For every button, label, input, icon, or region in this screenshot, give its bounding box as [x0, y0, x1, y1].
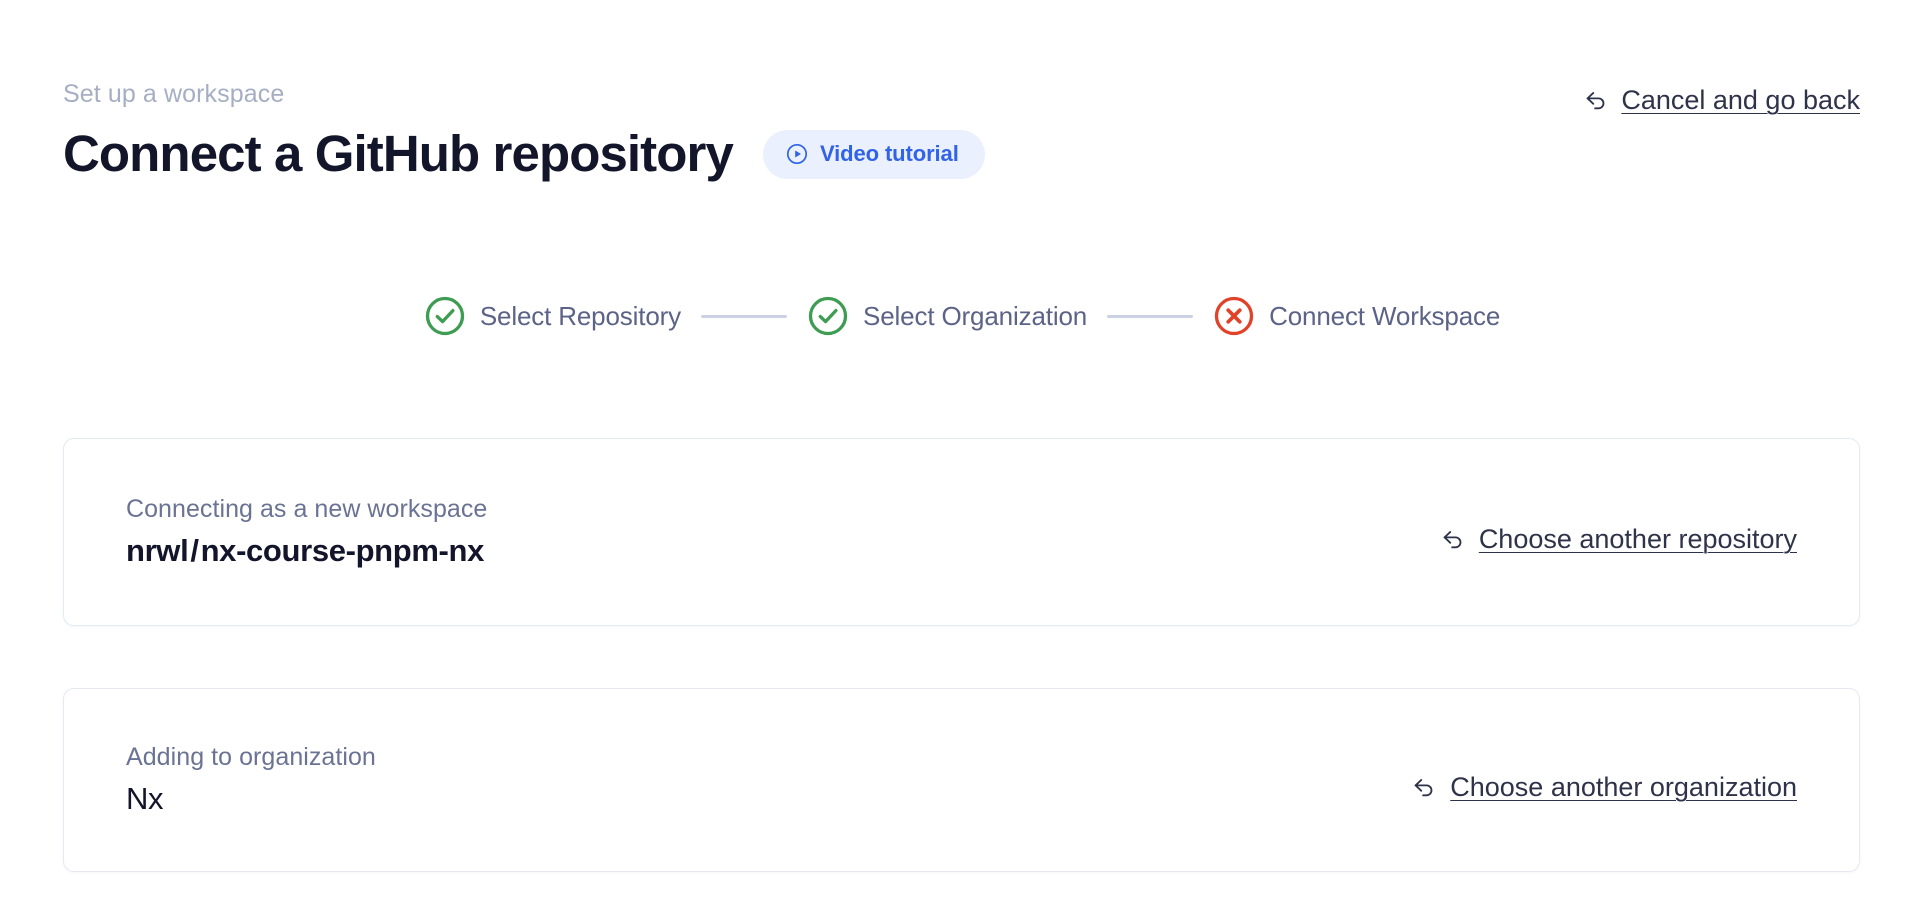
video-tutorial-button[interactable]: Video tutorial [762, 129, 985, 179]
cancel-and-go-back-label: Cancel and go back [1621, 85, 1860, 115]
page-title: Connect a GitHub repository [63, 125, 734, 182]
organization-card-text: Adding to organization Nx [126, 742, 376, 818]
repository-separator: / [190, 533, 199, 568]
back-arrow-icon [1440, 526, 1466, 552]
check-circle-icon [424, 295, 466, 337]
step-connector [1107, 314, 1194, 318]
repository-card: Connecting as a new workspace nrwl/nx-co… [63, 438, 1860, 626]
choose-another-repository-label: Choose another repository [1478, 524, 1797, 554]
play-circle-icon [785, 142, 809, 166]
repository-name: nx-course-pnpm-nx [200, 533, 485, 568]
step-label: Select Repository [479, 301, 682, 331]
choose-another-organization-link[interactable]: Choose another organization [1411, 770, 1797, 804]
organization-card-value: Nx [126, 781, 164, 816]
repository-card-text: Connecting as a new workspace nrwl/nx-co… [126, 494, 487, 570]
organization-card: Adding to organization Nx Choose another… [63, 688, 1860, 872]
progress-stepper: Select Repository Select Organization Co… [0, 295, 1924, 337]
check-circle-icon [807, 295, 849, 337]
cancel-and-go-back-link[interactable]: Cancel and go back [1583, 83, 1860, 117]
repository-owner: nrwl [126, 533, 189, 568]
step-label: Connect Workspace [1269, 301, 1501, 331]
choose-another-repository-link[interactable]: Choose another repository [1440, 522, 1797, 556]
repository-card-inner: Connecting as a new workspace nrwl/nx-co… [64, 494, 1859, 570]
organization-card-inner: Adding to organization Nx Choose another… [64, 742, 1859, 818]
x-circle-icon [1213, 295, 1255, 337]
video-tutorial-label: Video tutorial [819, 141, 959, 166]
choose-another-organization-label: Choose another organization [1450, 772, 1797, 802]
step-select-repository[interactable]: Select Repository [424, 295, 681, 337]
step-label: Select Organization [863, 301, 1088, 331]
organization-card-caption: Adding to organization [126, 743, 376, 771]
repository-card-value: nrwl/nx-course-pnpm-nx [126, 532, 487, 570]
back-arrow-icon [1411, 774, 1437, 800]
back-arrow-icon [1583, 87, 1609, 113]
title-row: Connect a GitHub repository Video tutori… [63, 124, 1861, 184]
step-select-organization[interactable]: Select Organization [807, 295, 1087, 337]
page-header: Set up a workspace Connect a GitHub repo… [63, 78, 1861, 184]
step-connect-workspace[interactable]: Connect Workspace [1213, 295, 1500, 337]
repository-card-caption: Connecting as a new workspace [126, 495, 488, 523]
step-connector [701, 314, 788, 318]
page-eyebrow: Set up a workspace [63, 80, 285, 108]
